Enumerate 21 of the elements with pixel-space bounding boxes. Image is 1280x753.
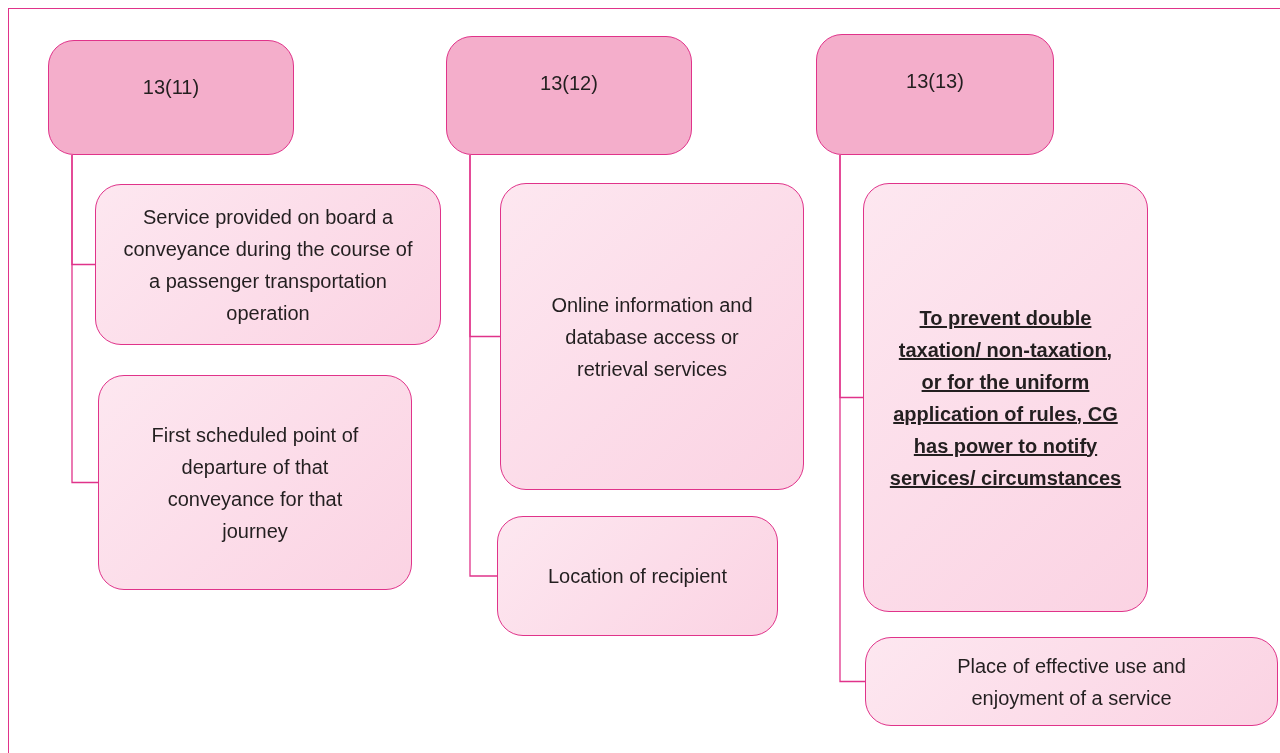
heading-box	[48, 40, 294, 155]
connector-line	[71, 154, 99, 484]
box-text: 13(13)	[906, 69, 964, 94]
content-box	[863, 183, 1148, 612]
box-text: To prevent double taxation/ non-taxation, or for the uniform application of rules, CG has power to notify services/ circumstances	[888, 305, 1123, 491]
box-text: 13(11)	[142, 75, 200, 100]
connector-line	[839, 154, 866, 683]
content-box	[865, 637, 1278, 726]
content-box	[497, 516, 778, 636]
connector-line	[469, 154, 498, 577]
box-text: Place of effective use and enjoyment of a service	[956, 653, 1187, 711]
box-text: Online information and database access or retrieval services	[550, 292, 754, 382]
heading-box	[446, 36, 692, 155]
box-text: 13(12)	[540, 71, 598, 96]
content-box	[500, 183, 804, 490]
content-box	[95, 184, 441, 345]
box-text: Service provided on board a conveyance during the course of a passenger transportation operation	[122, 204, 414, 326]
heading-box	[816, 34, 1054, 155]
box-text: Location of recipient	[548, 564, 727, 589]
content-box	[98, 375, 412, 590]
box-text: First scheduled point of departure of that conveyance for that journey	[150, 422, 360, 544]
